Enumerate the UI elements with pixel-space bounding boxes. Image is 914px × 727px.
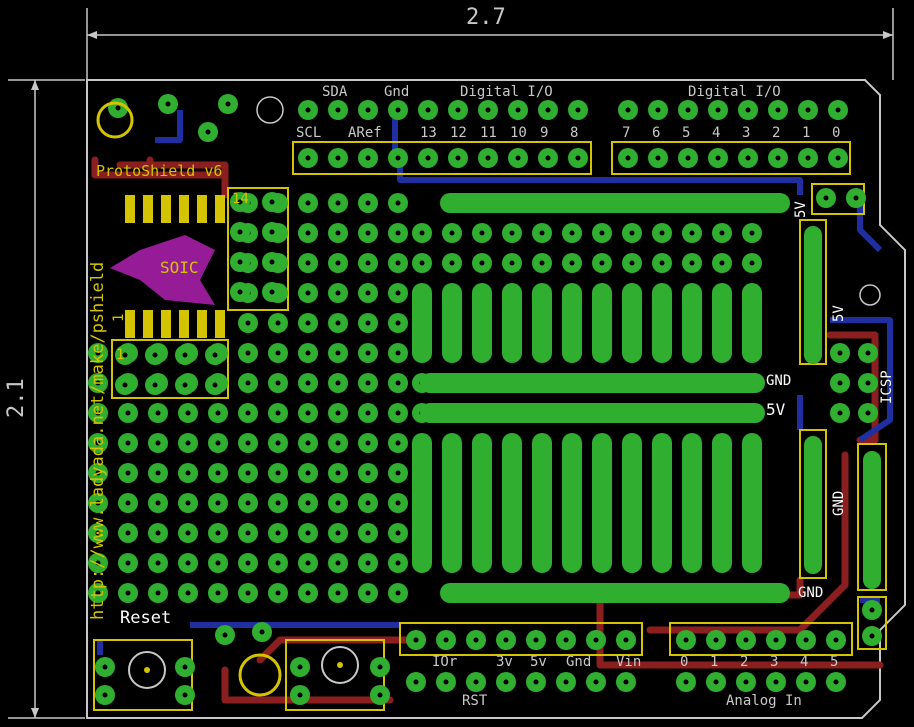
sda-label: SDA xyxy=(322,84,348,100)
height-dimension: 2.1 xyxy=(4,378,29,418)
pin-label-right-4: 3 xyxy=(742,125,751,141)
pin-label-right-0: 7 xyxy=(622,125,631,141)
pin-label-left-3: 10 xyxy=(510,125,527,141)
analog-pin-label-1: 1 xyxy=(710,654,719,670)
gnd-rail-bottom-label: GND xyxy=(798,585,824,601)
power-pin-label-4: Vin xyxy=(616,654,642,670)
power-pin-label-0: IOr xyxy=(432,654,458,670)
pin-label-right-5: 2 xyxy=(772,125,781,141)
soic-label: SOIC xyxy=(160,258,199,277)
scl-label: SCL xyxy=(296,125,322,141)
5v-rail-label: 5V xyxy=(766,400,786,419)
pin-label-right-3: 4 xyxy=(712,125,721,141)
gnd-vertical-label: GND xyxy=(831,490,847,516)
url-label: http://www.ladyada.net/make/pshield xyxy=(88,261,108,620)
pin-label-right-7: 0 xyxy=(832,125,841,141)
reset-label: Reset xyxy=(120,608,172,628)
digital-io-right-label: Digital I/O xyxy=(688,84,781,100)
pin-label-right-6: 1 xyxy=(802,125,811,141)
power-pin-label-1: 3v xyxy=(496,654,513,670)
pin-label-left-1: 12 xyxy=(450,125,467,141)
5v-vertical-top-label: 5V xyxy=(793,201,809,218)
led-shape xyxy=(238,653,282,697)
board-title: ProtoShield v6 xyxy=(96,162,223,180)
aref-label: ARef xyxy=(348,125,382,141)
analog-pin-label-0: 0 xyxy=(680,654,689,670)
board-outline xyxy=(86,79,906,719)
red-traces xyxy=(91,156,884,704)
button-shape xyxy=(321,646,359,684)
analog-pin-label-5: 5 xyxy=(830,654,839,670)
pin1-top-label: 1 xyxy=(111,313,127,322)
rst-label: RST xyxy=(462,693,488,709)
power-pin-label-2: 5v xyxy=(530,654,547,670)
reset-button-shape xyxy=(128,651,166,689)
pin-label-right-1: 6 xyxy=(652,125,661,141)
gnd-rail-label: GND xyxy=(766,373,792,389)
mounting-hole xyxy=(859,284,881,306)
strip-pads xyxy=(412,193,881,603)
pin1-bottom-label: 1 xyxy=(116,347,125,363)
soic-footprint xyxy=(110,195,225,338)
pin14-label: 14 xyxy=(232,191,249,207)
analog-pin-label-4: 4 xyxy=(800,654,809,670)
analog-pin-label-3: 3 xyxy=(770,654,779,670)
icsp-label: ICSP xyxy=(879,370,895,404)
width-dimension: 2.7 xyxy=(466,5,506,30)
led-shape xyxy=(96,101,134,139)
silk-boxes xyxy=(93,141,887,711)
pin-label-left-0: 13 xyxy=(420,125,437,141)
analog-in-label: Analog In xyxy=(726,693,802,709)
analog-pin-label-2: 2 xyxy=(740,654,749,670)
pin-label-left-5: 8 xyxy=(570,125,579,141)
gnd-label: Gnd xyxy=(384,84,410,100)
pad-grid xyxy=(88,94,882,705)
dimension-lines xyxy=(8,8,894,719)
power-pin-label-3: Gnd xyxy=(566,654,592,670)
pin-label-left-4: 9 xyxy=(540,125,549,141)
5v-vertical-mid-label: 5V xyxy=(831,305,847,322)
pin-label-left-2: 11 xyxy=(480,125,497,141)
digital-io-left-label: Digital I/O xyxy=(460,84,553,100)
pin-label-right-2: 5 xyxy=(682,125,691,141)
mounting-hole xyxy=(256,96,284,124)
